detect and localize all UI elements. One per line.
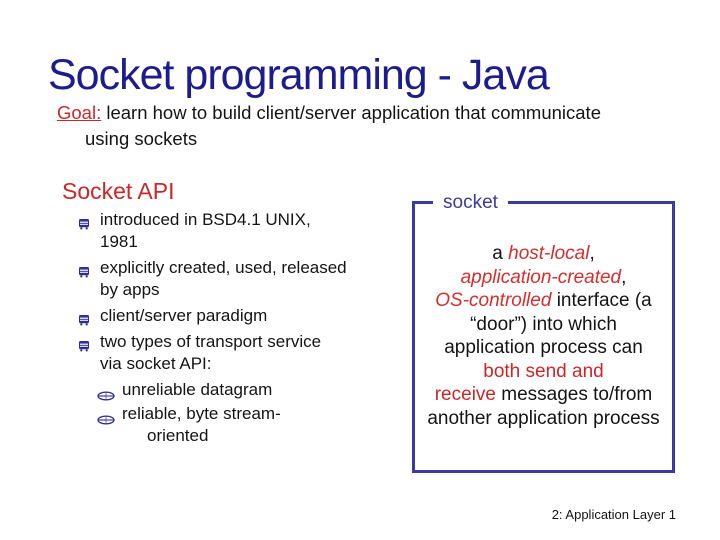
socket-box-label: socket bbox=[433, 190, 508, 216]
text-segment: both send and bbox=[483, 360, 604, 382]
car-bullet-icon bbox=[97, 409, 115, 431]
socket-definition-line: application-created, bbox=[415, 266, 672, 290]
text-segment: a bbox=[492, 243, 509, 264]
bullet-item: explicitly created, used, released by app… bbox=[78, 257, 408, 301]
socket-definition-line: receive messages to/from bbox=[415, 383, 672, 407]
bullet-line: via socket API: bbox=[100, 354, 212, 373]
bullet-item: introduced in BSD4.1 UNIX, 1981 bbox=[78, 209, 408, 253]
car-bullet-icon bbox=[97, 385, 115, 407]
socket-definition-line: another application process bbox=[415, 407, 672, 431]
text-segment: another application process bbox=[427, 407, 660, 429]
socket-api-heading: Socket API bbox=[62, 178, 175, 204]
text-segment: , bbox=[621, 266, 627, 288]
text-segment: receive bbox=[434, 384, 496, 405]
socket-definition-line: both send and bbox=[415, 360, 672, 384]
bullet-line: client/server paradigm bbox=[100, 306, 268, 325]
socket-definition-box: socket a host-local,application-created,… bbox=[412, 190, 675, 473]
bus-bullet-icon bbox=[78, 310, 90, 332]
text-segment: OS-controlled bbox=[435, 290, 552, 311]
text-segment: messages to/from bbox=[495, 384, 653, 405]
bullet-line: by apps bbox=[100, 280, 160, 299]
sub-bullet-item: unreliable datagram bbox=[78, 379, 408, 401]
socket-definition-line: a host-local, bbox=[415, 242, 672, 266]
bullet-list: introduced in BSD4.1 UNIX, 1981 explicitly… bbox=[78, 209, 408, 449]
goal-line-2: using sockets bbox=[85, 128, 198, 149]
text-segment: , bbox=[589, 243, 595, 264]
goal-paragraph: Goal: learn how to build client/server a… bbox=[57, 100, 687, 152]
bullet-line: unreliable datagram bbox=[122, 380, 273, 399]
bullet-item: two types of transport service via socket… bbox=[78, 331, 408, 375]
bullet-line: oriented bbox=[147, 426, 209, 445]
socket-definition-text: a host-local,application-created,OS-cont… bbox=[415, 242, 672, 430]
bus-bullet-icon bbox=[78, 214, 90, 236]
bullet-line: explicitly created, used, released bbox=[100, 258, 347, 277]
text-segment: interface (a bbox=[551, 290, 652, 311]
socket-definition-line: “door”) into which bbox=[415, 313, 672, 337]
bus-bullet-icon bbox=[78, 336, 90, 358]
text-segment: “door”) into which bbox=[470, 313, 617, 335]
goal-text: learn how to build client/server applica… bbox=[101, 102, 601, 123]
text-segment: host-local bbox=[508, 243, 590, 264]
socket-definition-line: application process can bbox=[415, 336, 672, 360]
bus-bullet-icon bbox=[78, 262, 90, 284]
socket-definition-line: OS-controlled interface (a bbox=[415, 289, 672, 313]
text-segment: application process can bbox=[444, 337, 643, 358]
goal-label: Goal: bbox=[57, 102, 102, 123]
slide-footer: 2: Application Layer 1 bbox=[551, 507, 676, 522]
page-title: Socket programming - Java bbox=[48, 50, 550, 99]
bullet-line: 1981 bbox=[100, 232, 138, 251]
sub-bullet-item: reliable, byte stream-oriented bbox=[78, 403, 408, 447]
goal-line-1: Goal: learn how to build client/server a… bbox=[57, 100, 687, 126]
bullet-item: client/server paradigm bbox=[78, 305, 408, 327]
bullet-line: two types of transport service bbox=[100, 332, 322, 351]
bullet-line: reliable, byte stream- bbox=[122, 404, 281, 423]
bullet-line: introduced in BSD4.1 UNIX, bbox=[100, 210, 311, 229]
text-segment: application-created bbox=[460, 266, 622, 288]
